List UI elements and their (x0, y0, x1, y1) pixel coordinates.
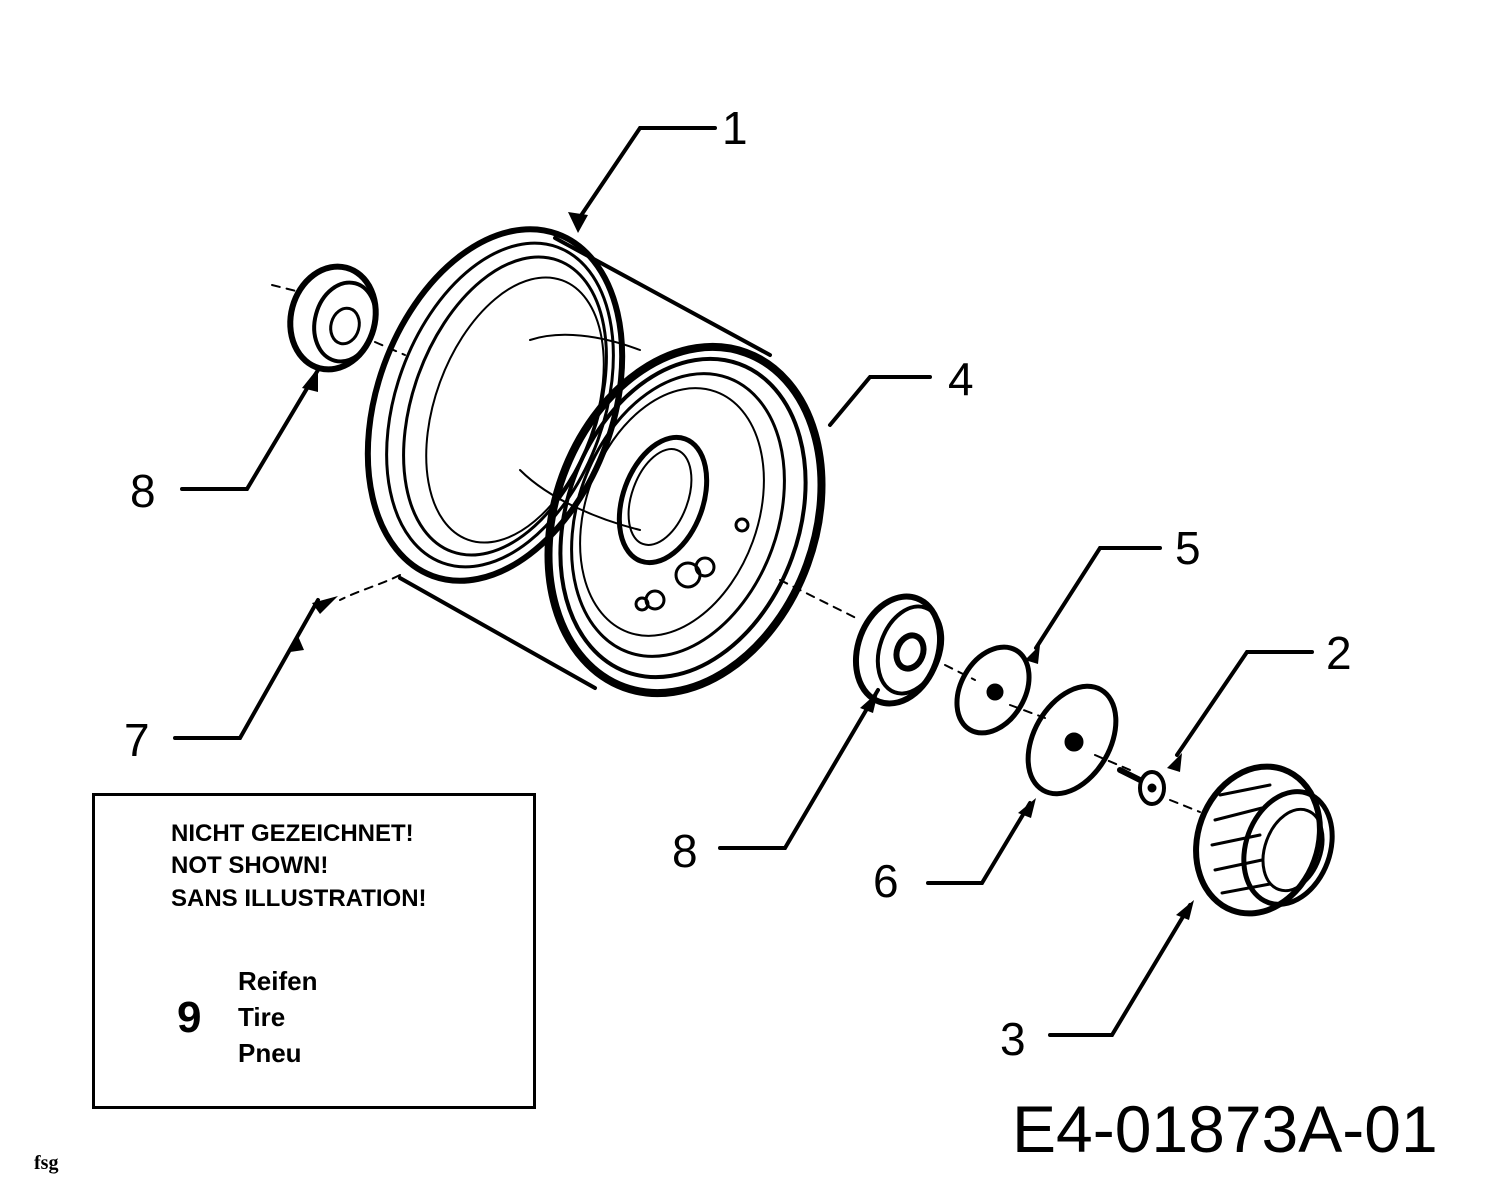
callout-6: 6 (873, 855, 899, 907)
washer-small (954, 644, 1032, 736)
arrow-heads (290, 212, 1194, 920)
bearing-center (852, 593, 945, 707)
callout-7: 7 (124, 714, 150, 766)
note-line-fr: SANS ILLUSTRATION! (171, 885, 427, 912)
callout-1: 1 (722, 102, 748, 154)
callout-2: 2 (1326, 627, 1352, 679)
footer-mark: fsg (34, 1152, 59, 1174)
wheel-rim (364, 226, 826, 698)
tire-item-number: 9 (177, 993, 202, 1042)
drawing-code: E4-01873A-01 (1012, 1092, 1438, 1166)
callout-3: 3 (1000, 1013, 1026, 1065)
nut (1117, 767, 1166, 806)
tire-label-fr: Pneu (238, 1038, 302, 1068)
washer-large (1025, 683, 1119, 797)
bearing-left (287, 263, 379, 373)
not-shown-note-box: NICHT GEZEICHNET! NOT SHOWN! SANS ILLUST… (92, 793, 536, 1109)
callout-5: 5 (1175, 522, 1201, 574)
tire-label-de: Reifen (238, 966, 318, 996)
hub-cap (1193, 763, 1335, 917)
leader-lines (173, 126, 1314, 1037)
tire-label-en: Tire (238, 1002, 286, 1032)
callout-4: 4 (948, 353, 974, 405)
callout-8-left: 8 (130, 465, 156, 517)
callout-8-center: 8 (672, 825, 698, 877)
note-line-en: NOT SHOWN! (171, 852, 329, 879)
note-line-de: NICHT GEZEICHNET! (171, 820, 414, 847)
